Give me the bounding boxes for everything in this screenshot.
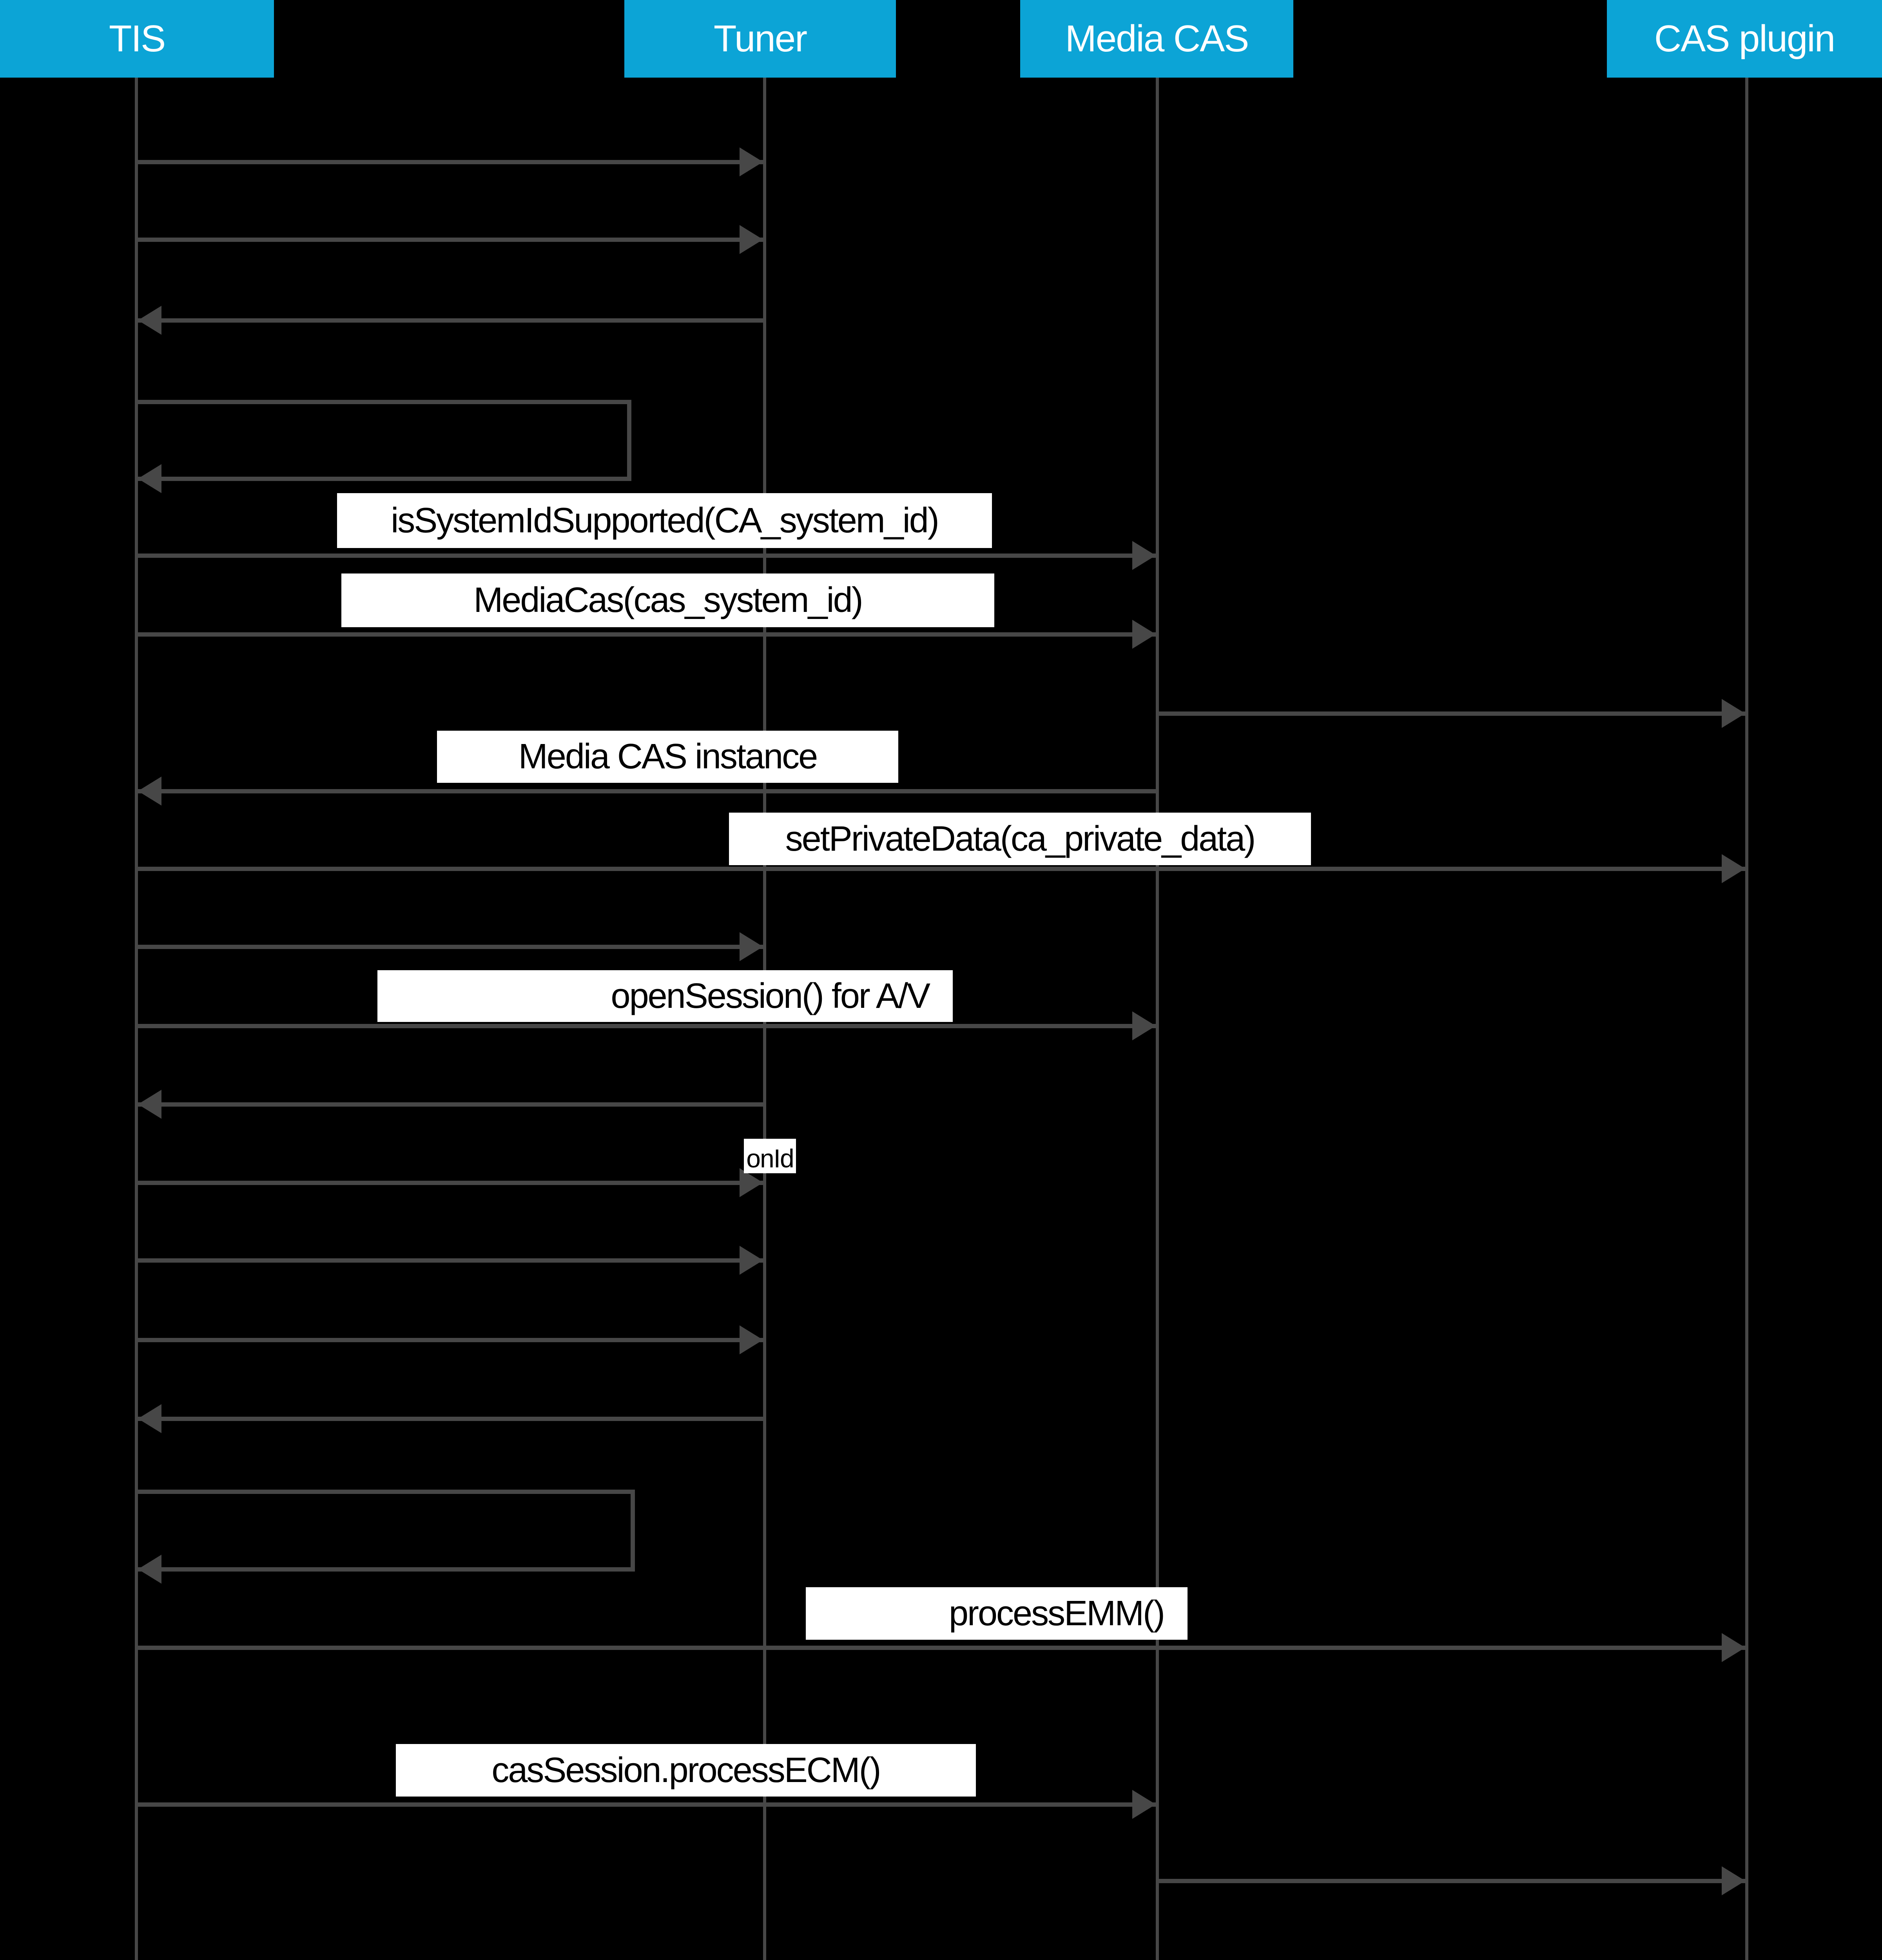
message-arrow-line — [136, 1646, 1747, 1650]
message-arrow-line — [136, 238, 765, 242]
message-label: openSession() for A/V — [377, 970, 953, 1022]
message-arrow-line — [136, 945, 765, 949]
message-label: setPrivateData(ca_private_data) — [729, 813, 1311, 865]
message-label: processEMM() — [806, 1587, 1188, 1640]
message-arrowhead — [138, 1090, 161, 1119]
self-loop-arrowhead — [138, 464, 161, 493]
message-arrow-line — [136, 789, 1157, 793]
message-arrowhead — [1722, 699, 1745, 728]
message-arrow-line — [1157, 711, 1747, 716]
participant-header-top-cas-plugin: CAS plugin — [1607, 0, 1882, 78]
message-arrowhead — [740, 225, 763, 254]
message-arrow-line — [136, 1802, 1157, 1807]
participant-header-top-tis: TIS — [0, 0, 274, 78]
message-arrow-line — [136, 1417, 765, 1421]
floating-label-onid: onId — [744, 1139, 796, 1173]
message-arrow-line — [136, 554, 1157, 558]
message-arrow-line — [136, 632, 1157, 637]
message-arrow-line — [136, 1024, 1157, 1028]
message-arrowhead — [138, 306, 161, 335]
self-loop — [136, 400, 631, 481]
message-arrow-line — [136, 867, 1747, 871]
lifeline-tis — [135, 78, 138, 1960]
self-loop — [136, 1490, 635, 1572]
message-arrowhead — [1132, 620, 1156, 649]
lifeline-media-cas — [1156, 78, 1159, 1960]
message-arrow-line — [136, 318, 765, 323]
message-arrow-line — [136, 1181, 765, 1185]
message-arrowhead — [1132, 1011, 1156, 1040]
message-arrowhead — [138, 777, 161, 806]
message-arrowhead — [138, 1404, 161, 1433]
message-arrow-line — [136, 1338, 765, 1342]
message-arrow-line — [1157, 1879, 1747, 1883]
message-arrow-line — [136, 160, 765, 164]
message-arrowhead — [740, 932, 763, 961]
message-arrowhead — [1722, 1866, 1745, 1895]
message-label: Media CAS instance — [437, 731, 898, 783]
message-arrowhead — [1722, 854, 1745, 883]
message-label: casSession.processECM() — [396, 1744, 976, 1797]
message-arrowhead — [740, 147, 763, 176]
message-arrowhead — [1132, 541, 1156, 570]
lifeline-cas-plugin — [1745, 78, 1748, 1960]
message-label: MediaCas(cas_system_id) — [341, 573, 994, 627]
message-label: isSystemIdSupported(CA_system_id) — [337, 493, 992, 548]
message-arrow-line — [136, 1102, 765, 1107]
self-loop-arrowhead — [138, 1555, 161, 1584]
participant-header-top-media-cas: Media CAS — [1020, 0, 1293, 78]
message-arrowhead — [740, 1246, 763, 1275]
message-arrowhead — [740, 1325, 763, 1354]
participant-header-top-tuner: Tuner — [624, 0, 896, 78]
message-arrowhead — [1132, 1790, 1156, 1819]
message-arrowhead — [1722, 1633, 1745, 1662]
message-arrow-line — [136, 1258, 765, 1263]
